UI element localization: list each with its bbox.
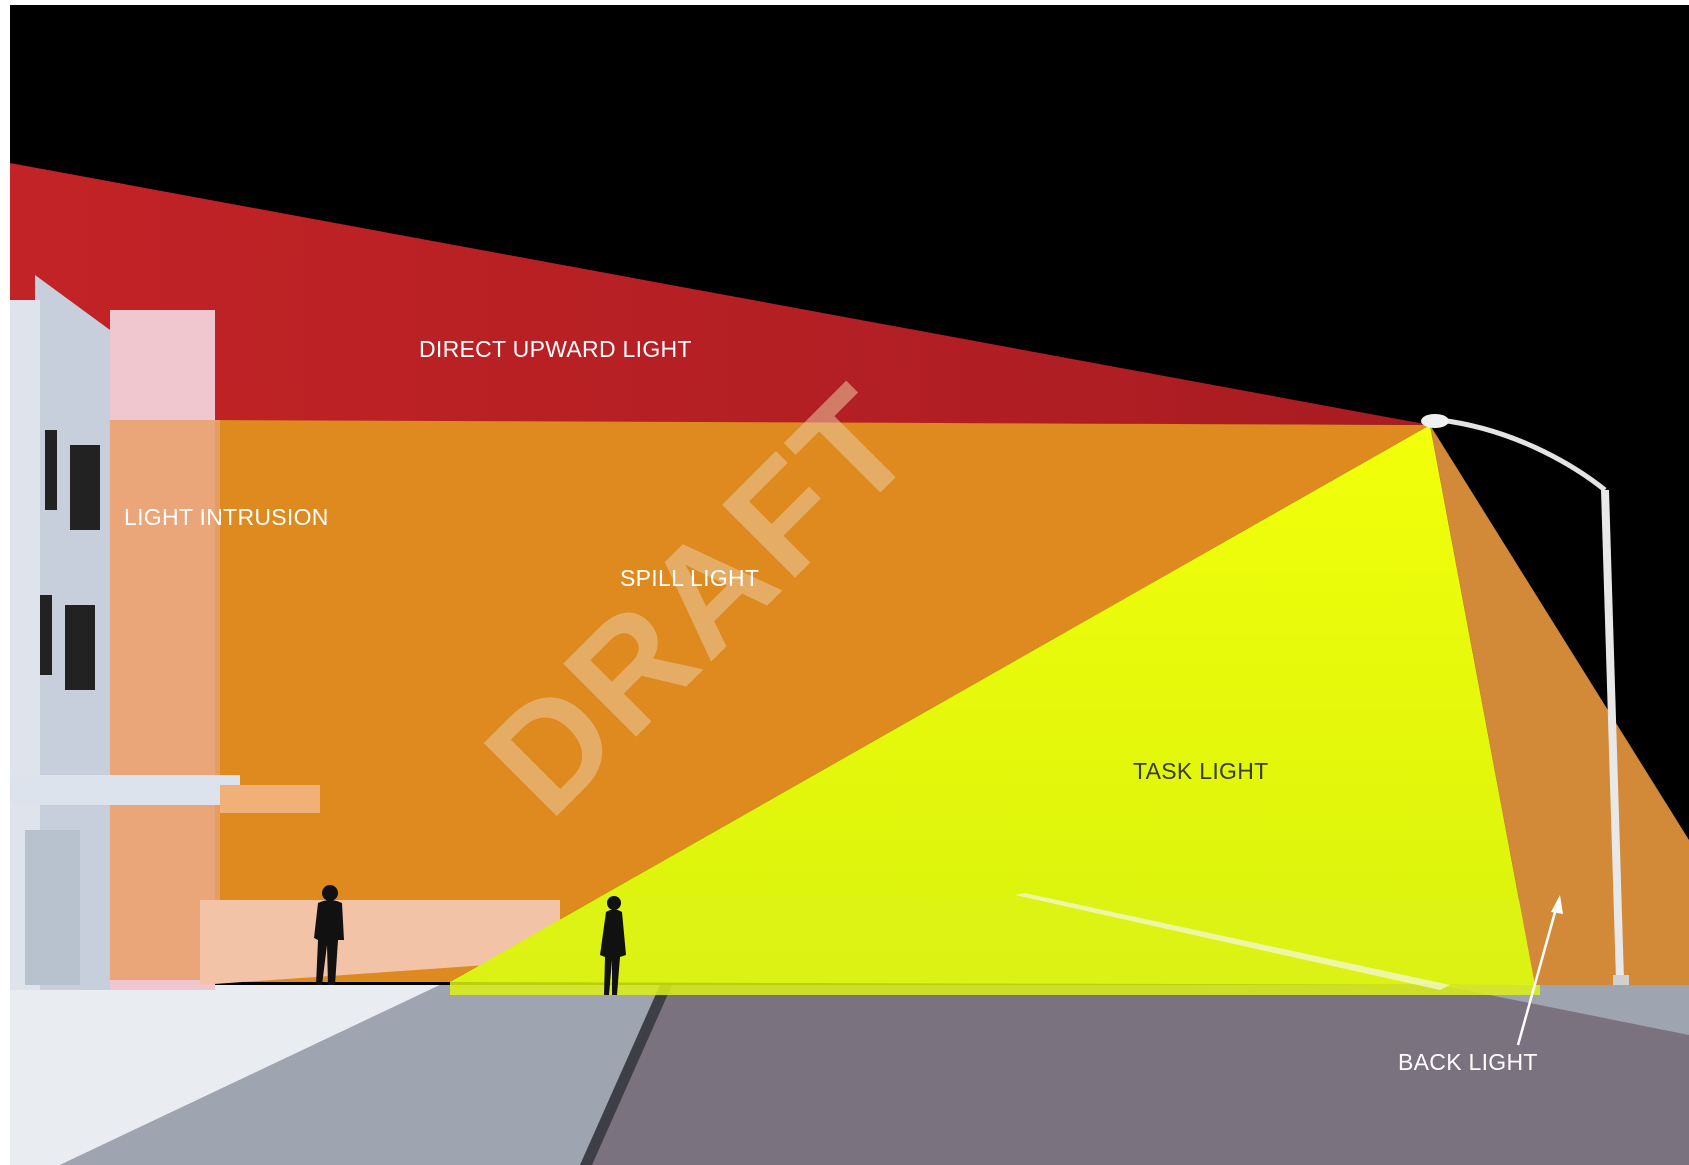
direct-upward-light-zone [10,163,1430,425]
label-direct-upward-light: DIRECT UPWARD LIGHT [419,336,692,362]
task-light-zone [450,425,1535,985]
street-light [1421,414,1629,985]
curb [580,985,672,1165]
person-silhouette-right [600,896,626,995]
back-light-zone [1430,425,1689,985]
label-light-intrusion: LIGHT INTRUSION [124,504,329,530]
road-line-highlight [1015,893,1450,990]
plaza-white [10,985,440,1165]
far-sidewalk [1440,985,1689,1035]
label-task-light: TASK LIGHT [1133,758,1269,784]
back-light-arrow [1516,895,1563,1046]
spill-light-zone [200,420,1430,982]
sidewalk [60,985,660,1165]
label-back-light: BACK LIGHT [1398,1049,1538,1075]
task-light-ground [450,895,1540,995]
label-spill-light: SPILL LIGHT [620,565,760,591]
person-silhouette-left [314,885,344,985]
building [10,275,560,990]
